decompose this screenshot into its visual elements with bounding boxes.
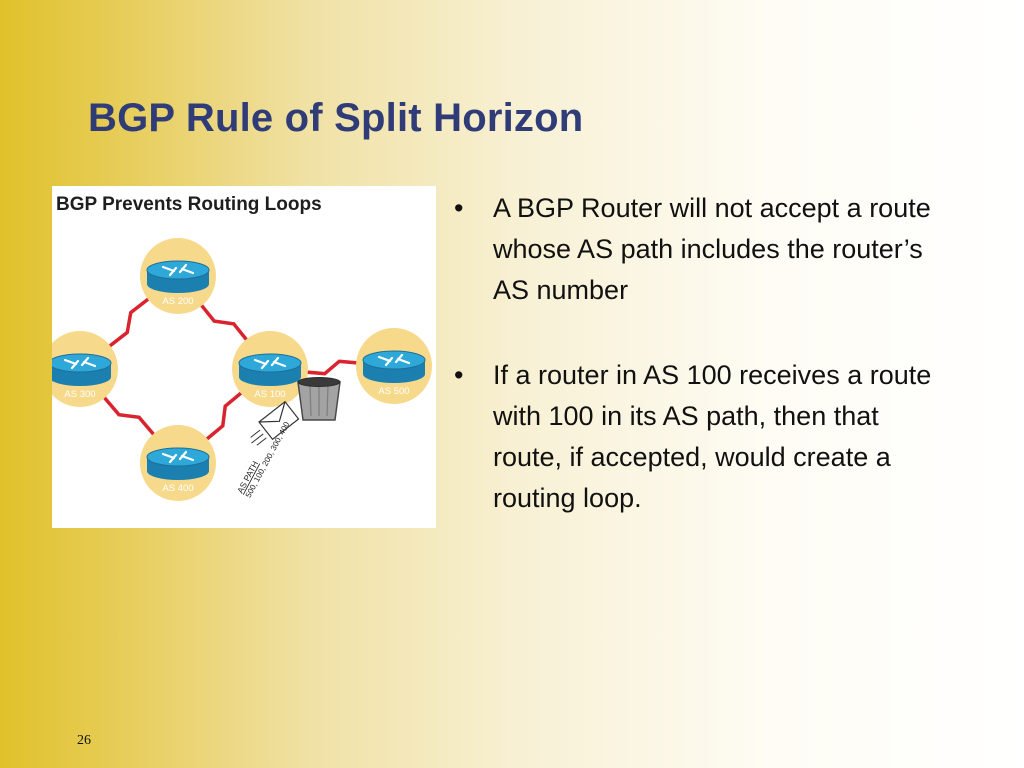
router-as200: AS 200 — [140, 238, 216, 314]
router-label: AS 200 — [162, 296, 193, 307]
network-diagram: AS 200 AS 300 AS 100 AS 500 AS 400 AS PATH500… — [52, 238, 432, 501]
slide-title: BGP Rule of Split Horizon — [88, 96, 584, 140]
bullet-symbol: • — [454, 360, 464, 390]
router-as300: AS 300 — [52, 331, 118, 407]
diagram-title: BGP Prevents Routing Loops — [56, 194, 322, 215]
bullet-item: • If a router in AS 100 receives a route… — [450, 355, 950, 519]
bullet-symbol: • — [454, 193, 464, 223]
router-icon — [146, 447, 210, 480]
page-number: 26 — [77, 733, 91, 748]
router-icon — [52, 353, 112, 386]
trash-can-icon — [297, 377, 341, 421]
bullet-item: • A BGP Router will not accept a route w… — [450, 188, 950, 311]
router-label: AS 400 — [162, 483, 193, 494]
router-as500: AS 500 — [356, 328, 432, 404]
bullet-text: If a router in AS 100 receives a route w… — [493, 360, 932, 513]
router-as100: AS 100 — [232, 331, 308, 407]
router-label: AS 300 — [64, 389, 95, 400]
router-label: AS 500 — [378, 386, 409, 397]
bullet-list: • A BGP Router will not accept a route w… — [450, 188, 950, 563]
router-as400: AS 400 — [140, 425, 216, 501]
bullet-text: A BGP Router will not accept a route who… — [493, 193, 931, 305]
router-label: AS 100 — [254, 389, 285, 400]
router-icon — [238, 353, 302, 386]
router-icon — [146, 260, 210, 293]
router-icon — [362, 350, 426, 383]
